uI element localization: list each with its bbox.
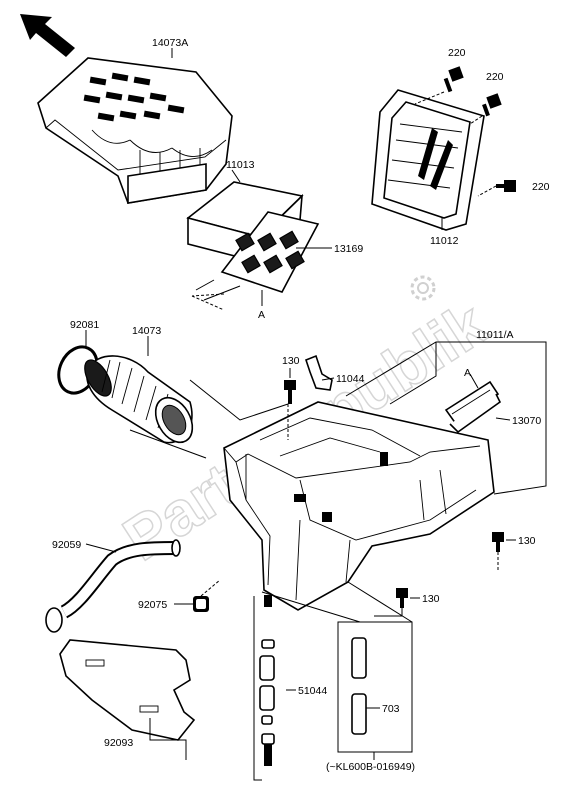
label-kl600b-note: (~KL600B-016949) — [326, 761, 415, 773]
label-220-a: 220 — [448, 47, 466, 59]
label-220-c: 220 — [532, 181, 550, 193]
part-labels: 14073A 220 220 220 11013 11012 13169 A 9… — [52, 37, 550, 773]
label-11013: 11013 — [226, 159, 255, 171]
label-14073: 14073 — [132, 325, 161, 337]
bolt-220-a — [414, 66, 464, 105]
screw-130-right — [492, 532, 504, 552]
bolt-220-c — [477, 180, 516, 197]
bracket-11044 — [305, 354, 333, 391]
filter-screen-13169 — [220, 211, 320, 293]
label-220-b: 220 — [486, 71, 504, 83]
screw-130-top — [284, 380, 296, 404]
label-51044: 51044 — [298, 685, 327, 697]
bolt-220-b — [469, 93, 502, 125]
label-11044: 11044 — [336, 373, 365, 385]
label-92059: 92059 — [52, 539, 81, 551]
screw-130-mid — [396, 588, 408, 608]
plate-13070 — [444, 380, 502, 434]
label-92075: 92075 — [138, 599, 167, 611]
leader-lines — [85, 48, 547, 781]
label-A-2: A — [464, 367, 471, 379]
label-11012: 11012 — [430, 235, 459, 247]
label-703: 703 — [382, 703, 400, 715]
label-A-1: A — [258, 309, 265, 321]
label-14073A: 14073A — [152, 37, 188, 49]
label-130-right: 130 — [518, 535, 536, 547]
air-cleaner-housing-11011A — [223, 401, 495, 611]
drain-tube-51044 — [259, 595, 275, 766]
gear-icon — [410, 275, 436, 301]
label-92093: 92093 — [104, 737, 133, 749]
filter-frame-11012 — [371, 89, 485, 231]
plate-92093 — [59, 639, 196, 741]
label-11011A: 11011/A — [476, 329, 514, 341]
hose-92059 — [45, 539, 181, 633]
intake-boot-14073 — [84, 355, 194, 444]
tube-703 — [337, 621, 413, 753]
label-92081: 92081 — [70, 319, 99, 331]
duct-cover-14073A — [37, 57, 233, 204]
label-130-top: 130 — [282, 355, 300, 367]
label-13169: 13169 — [334, 243, 363, 255]
label-13070: 13070 — [512, 415, 541, 427]
label-130-mid: 130 — [422, 593, 440, 605]
front-arrow-icon — [20, 14, 75, 57]
plug-92075 — [193, 596, 209, 612]
